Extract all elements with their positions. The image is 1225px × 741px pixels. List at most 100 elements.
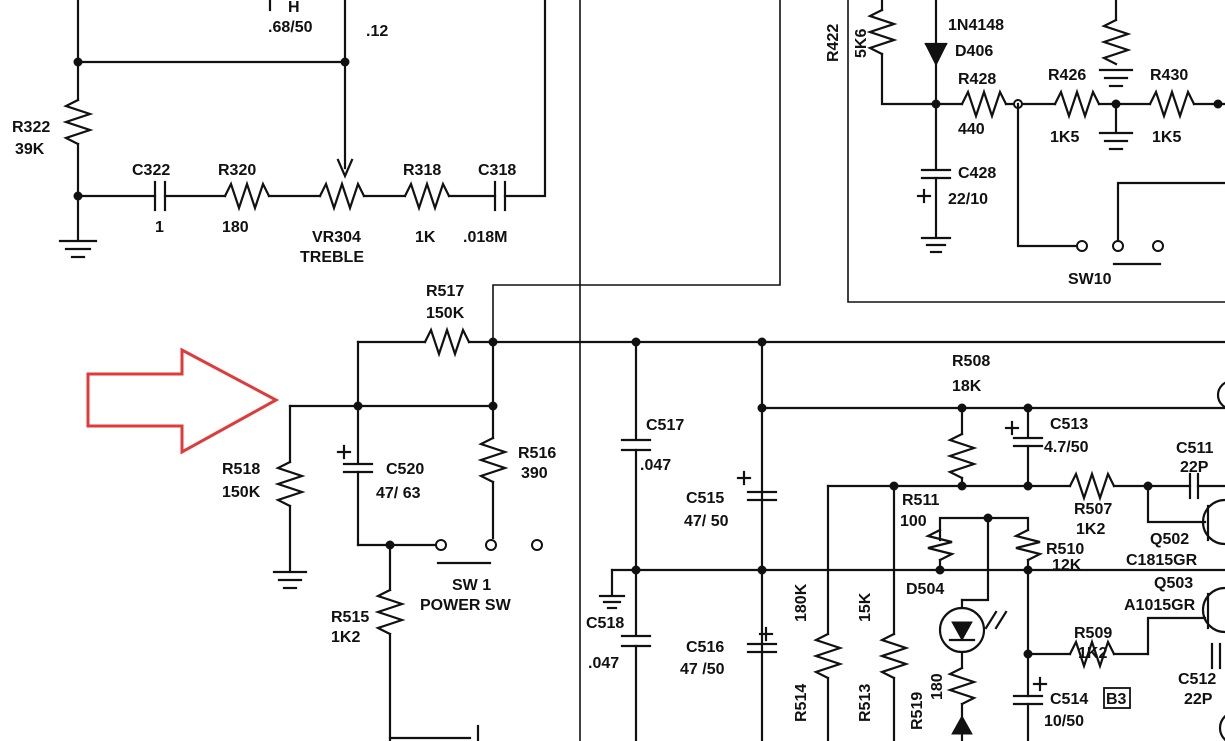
label-c322: C322	[132, 162, 170, 179]
junction-dot	[631, 337, 641, 347]
label-q503-part: A1015GR	[1124, 597, 1196, 614]
wiper-arrow-icon	[336, 158, 354, 179]
resistor-r322	[62, 98, 94, 146]
label-d504: D504	[906, 581, 944, 598]
resistor-r509	[1068, 638, 1116, 670]
label-r507-value: 1K2	[1076, 521, 1105, 538]
potentiometer-vr304	[318, 180, 366, 212]
capacitor-c513	[1004, 420, 1044, 448]
resistor-r428	[960, 88, 1008, 120]
label-c318-value: .018M	[463, 229, 507, 246]
label-c517: C517	[646, 417, 684, 434]
switch-contact	[1112, 240, 1124, 252]
transistor-section: R508 18K C513 4.7/50 C511 22P R511 100 R…	[760, 353, 1225, 741]
label-r508: R508	[952, 353, 990, 370]
supply-section: C517 .047 C515 47/ 50 C518 .047 C516 47 …	[586, 337, 1225, 741]
label-c512-value: 22P	[1184, 691, 1213, 708]
label-r510-value: 12K	[1052, 557, 1082, 574]
label-r510: R510	[1046, 541, 1084, 558]
label-sw1: SW 1	[452, 577, 491, 594]
label-r430: R430	[1150, 67, 1188, 84]
tape-section: R422 5K6 1N4148 D406 R428 440 R426 1K5 R…	[825, 0, 1225, 288]
label-r430-value: 1K5	[1152, 129, 1181, 146]
ground-symbol	[58, 239, 98, 259]
label-c515-value: 47/ 50	[684, 513, 729, 530]
label-c518: C518	[586, 615, 624, 632]
label-c515: C515	[686, 490, 724, 507]
label-r515-value: 1K2	[331, 629, 360, 646]
label-r515: R515	[331, 609, 369, 626]
label-r511: R511	[902, 492, 939, 509]
power-section: R517 150K R518 150K C520 47/ 63 R516 390…	[222, 283, 1225, 741]
resistor-r514	[812, 632, 844, 680]
label-c511-value: 22P	[1180, 459, 1209, 476]
label-r518: R518	[222, 461, 260, 478]
switch-contact	[485, 539, 497, 551]
resistor-r422	[866, 8, 898, 56]
label-r320: R320	[218, 162, 256, 179]
label-vr304: VR304	[312, 229, 361, 246]
resistor-r507	[1068, 470, 1116, 502]
capacitor-c520	[336, 444, 374, 474]
capacitor-c514	[1012, 676, 1048, 706]
resistor-r515	[374, 588, 406, 636]
diode-d406	[924, 43, 948, 67]
junction-dot	[957, 481, 967, 491]
resistor-r430	[1148, 88, 1196, 120]
label-r519: R519	[909, 692, 926, 730]
ground-symbol	[598, 568, 626, 610]
label-treble: TREBLE	[300, 249, 364, 266]
capacitor-c428	[916, 168, 952, 204]
resistor-r318	[403, 180, 451, 212]
ground-symbol	[920, 236, 952, 254]
label-r322-value: 39K	[15, 141, 45, 158]
junction-dot	[340, 57, 350, 67]
ground-symbol	[1098, 68, 1134, 88]
capacitor-c318	[493, 180, 507, 212]
ground-symbol	[1098, 131, 1134, 151]
label-r318-value: 1K	[415, 229, 436, 246]
capacitor-c511	[1188, 472, 1200, 500]
junction-dot	[757, 565, 767, 575]
label-power-sw: POWER SW	[420, 597, 512, 614]
junction-dot	[1213, 99, 1223, 109]
label-r519-value: 180	[929, 673, 946, 700]
ground-symbol	[272, 570, 308, 590]
switch-contact	[1076, 240, 1088, 252]
label-c516-value: 47 /50	[680, 661, 725, 678]
resistor-r510	[1012, 528, 1044, 562]
label-c322-value: 1	[155, 219, 164, 236]
label-top-h: H	[288, 0, 300, 16]
capacitor-c322	[153, 180, 167, 212]
label-q503: Q503	[1154, 575, 1193, 592]
led-d504	[938, 606, 1008, 654]
capacitor-c515	[736, 470, 778, 502]
label-c514-value: 10/50	[1044, 713, 1084, 730]
label-c520: C520	[386, 461, 424, 478]
label-top-12: .12	[366, 23, 388, 40]
label-r508-value: 18K	[952, 378, 982, 395]
junction-dot	[757, 337, 767, 347]
label-box-b3	[1103, 687, 1131, 709]
label-r518-value: 150K	[222, 484, 261, 501]
label-c516: C516	[686, 639, 724, 656]
resistor-r517	[423, 326, 471, 358]
label-r322: R322	[12, 119, 50, 136]
resistor-r513	[878, 632, 910, 680]
label-c428-value: 22/10	[948, 191, 988, 208]
label-c513: C513	[1050, 416, 1088, 433]
label-c517-value: .047	[640, 457, 671, 474]
label-r516-value: 390	[521, 465, 548, 482]
capacitor-c517	[620, 438, 652, 452]
label-r514-value: 180K	[793, 583, 810, 622]
label-c512: C512	[1178, 671, 1216, 688]
junction-dot	[1023, 481, 1033, 491]
label-r513-value: 15K	[857, 592, 874, 622]
transistor-q503	[1201, 586, 1225, 634]
label-c520-value: 47/ 63	[376, 485, 421, 502]
arrow-right-icon	[86, 347, 280, 455]
label-c514: C514	[1050, 691, 1088, 708]
label-q502: Q502	[1150, 531, 1189, 548]
transistor-q502	[1201, 498, 1225, 546]
